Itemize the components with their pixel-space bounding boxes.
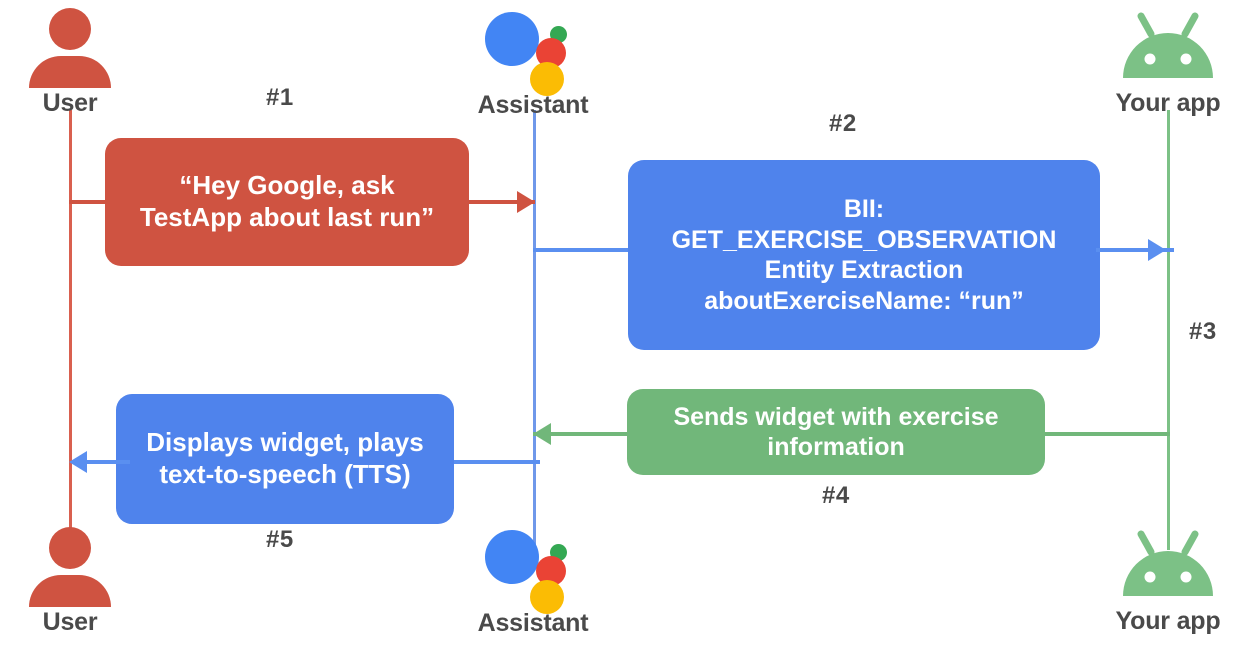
connector-step2-to-app xyxy=(1096,248,1174,252)
connector-assistant-to-step2 xyxy=(533,248,633,252)
step-label-1: #1 xyxy=(266,84,294,111)
connector-step1-to-assistant xyxy=(465,200,535,204)
actor-app-top: Your app xyxy=(1083,12,1244,116)
actor-label-app-bottom: Your app xyxy=(1115,607,1221,635)
person-head-shape xyxy=(49,8,91,50)
actor-label-app-top: Your app xyxy=(1115,89,1221,117)
arrowhead-step3-right xyxy=(1148,239,1166,261)
step-label-5: #5 xyxy=(266,526,294,553)
assistant-dot-blue-icon xyxy=(485,530,539,584)
assistant-dot-yellow-icon xyxy=(530,62,564,96)
actor-label-assistant-top: Assistant xyxy=(477,91,589,119)
person-body-shape xyxy=(29,575,111,607)
step-label-3: #3 xyxy=(1189,318,1217,345)
actor-label-user-bottom: User xyxy=(42,608,98,636)
assistant-dot-blue-icon xyxy=(485,12,539,66)
actor-label-user-top: User xyxy=(42,89,98,117)
person-body-shape xyxy=(29,56,111,88)
arrowhead-step1-right xyxy=(517,191,535,213)
person-icon xyxy=(27,527,113,607)
android-robot-icon xyxy=(1118,12,1218,88)
step-label-2: #2 xyxy=(829,110,857,137)
actor-app-bottom: Your app xyxy=(1083,530,1244,634)
google-assistant-icon xyxy=(482,522,584,614)
person-icon xyxy=(27,8,113,88)
lifeline-assistant xyxy=(533,110,536,550)
arrowhead-step5-left xyxy=(69,451,87,473)
actor-assistant-bottom: Assistant xyxy=(448,522,618,636)
message-box-step5: Displays widget, plays text-to-speech (T… xyxy=(116,394,454,524)
step-label-4: #4 xyxy=(822,482,850,509)
actor-label-assistant-bottom: Assistant xyxy=(477,609,589,637)
connector-app-to-step4 xyxy=(1040,432,1170,436)
message-box-step1: “Hey Google, ask TestApp about last run” xyxy=(105,138,469,266)
person-head-shape xyxy=(49,527,91,569)
assistant-dot-yellow-icon xyxy=(530,580,564,614)
connector-step4-to-assistant xyxy=(533,432,633,436)
lifeline-user xyxy=(69,110,72,550)
connector-step5-to-user xyxy=(85,460,130,464)
actor-user-top: User xyxy=(0,8,155,116)
arrowhead-step4-left xyxy=(533,423,551,445)
message-box-step2: BII: GET_EXERCISE_OBSERVATION Entity Ext… xyxy=(628,160,1100,350)
message-box-step4: Sends widget with exercise information xyxy=(627,389,1045,475)
actor-assistant-top: Assistant xyxy=(448,4,618,118)
android-robot-icon xyxy=(1118,530,1218,606)
google-assistant-icon xyxy=(482,4,584,96)
lifeline-app xyxy=(1167,110,1170,550)
actor-user-bottom: User xyxy=(0,527,155,635)
connector-assistant-to-step5 xyxy=(450,460,540,464)
